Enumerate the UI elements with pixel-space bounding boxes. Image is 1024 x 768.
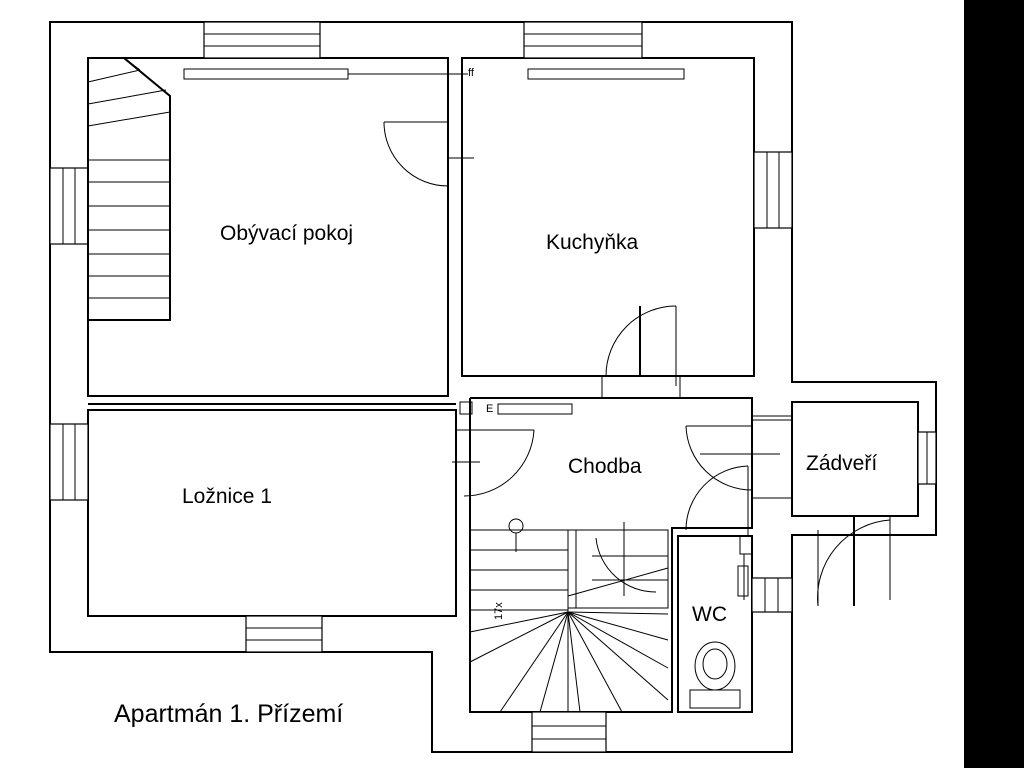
toilet-tank — [689, 689, 741, 709]
window-left-lower — [49, 423, 89, 501]
door-under-stairs — [595, 522, 657, 596]
hall-meter-label: E — [486, 403, 493, 415]
stairs-living-room — [87, 57, 171, 321]
window-bedroom-bottom — [245, 615, 323, 653]
window-top-right — [523, 21, 643, 59]
kitchen-walls — [461, 57, 755, 377]
wc-walls — [677, 535, 753, 713]
room-label-hallway: Chodba — [568, 455, 642, 478]
room-label-vestibule: Zádveří — [806, 452, 877, 475]
radiator-kitchen — [527, 68, 685, 80]
window-stairs-bottom — [531, 711, 607, 753]
radiator-living-room — [183, 68, 349, 80]
window-kitchen-right — [753, 151, 793, 229]
door-bedroom-hall — [452, 429, 535, 497]
radiators — [183, 68, 685, 415]
kitchen-meter-label: ff — [468, 67, 475, 79]
black-border-band — [964, 0, 1024, 768]
chimney-box — [459, 401, 473, 415]
outer-walls — [49, 21, 937, 753]
wc-fixtures — [689, 535, 753, 709]
toilet-bowl — [694, 641, 736, 691]
window-vestibule-right — [917, 431, 937, 485]
door-living-kitchen — [383, 121, 474, 187]
door-entrance — [816, 515, 891, 607]
windows — [49, 21, 937, 753]
bedroom-walls — [87, 409, 457, 617]
door-kitchen-hall — [601, 305, 681, 399]
stairs-step-count: 17x — [493, 602, 505, 620]
room-label-bedroom: Ložnice 1 — [182, 485, 272, 508]
room-label-kitchen: Kuchyňka — [546, 231, 639, 254]
room-label-living-room: Obývací pokoj — [220, 222, 353, 245]
window-top-left — [203, 21, 321, 59]
stairs-hallway: 17x — [469, 518, 669, 713]
door-hall-vestibule — [685, 415, 793, 499]
room-label-wc: WC — [692, 603, 727, 626]
window-left-upper — [49, 167, 89, 245]
window-wc-right — [751, 577, 793, 613]
doors — [383, 121, 891, 607]
door-wc — [685, 465, 749, 536]
hallway-walls — [469, 397, 753, 713]
floor-plan: ff E — [49, 21, 937, 753]
plan-caption: Apartmán 1. Přízemí — [114, 700, 343, 728]
radiator-hallway — [497, 403, 573, 415]
